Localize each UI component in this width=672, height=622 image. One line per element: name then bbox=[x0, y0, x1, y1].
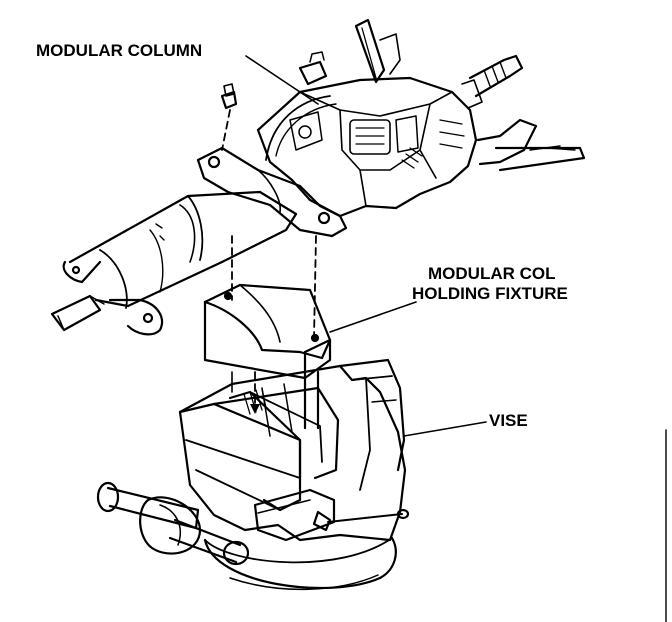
vise-handle bbox=[106, 486, 200, 530]
vise-illustration bbox=[96, 358, 410, 591]
leader-holding-fixture bbox=[329, 301, 417, 333]
column-splined-shaft bbox=[468, 54, 524, 98]
alignment-lines bbox=[221, 109, 317, 411]
column-shaft-end bbox=[50, 294, 102, 332]
vise-base-bolt bbox=[312, 510, 332, 532]
vise-swivel-base bbox=[203, 536, 397, 590]
column-tube bbox=[68, 190, 298, 308]
steering-column-illustration bbox=[50, 18, 586, 336]
leader-modular-column bbox=[245, 55, 319, 105]
leader-lines bbox=[245, 55, 487, 437]
vise-body bbox=[178, 364, 407, 542]
mounting-bolt bbox=[220, 90, 238, 110]
label-vise: VISE bbox=[489, 411, 528, 430]
label-fixture-line-1: MODULAR COL bbox=[428, 264, 556, 283]
holding-fixture-illustration bbox=[203, 283, 332, 430]
label-modular-col-holding-fixture: MODULAR COL HOLDING FIXTURE bbox=[412, 264, 568, 304]
label-modular-column: MODULAR COLUMN bbox=[36, 41, 203, 60]
alignment-arrows bbox=[250, 404, 260, 414]
multifunction-switch-lever bbox=[476, 118, 538, 166]
label-fixture-line-2: HOLDING FIXTURE bbox=[412, 284, 568, 303]
leader-vise bbox=[403, 421, 487, 437]
tilt-lever bbox=[354, 18, 386, 84]
column-head-housing bbox=[256, 76, 478, 218]
